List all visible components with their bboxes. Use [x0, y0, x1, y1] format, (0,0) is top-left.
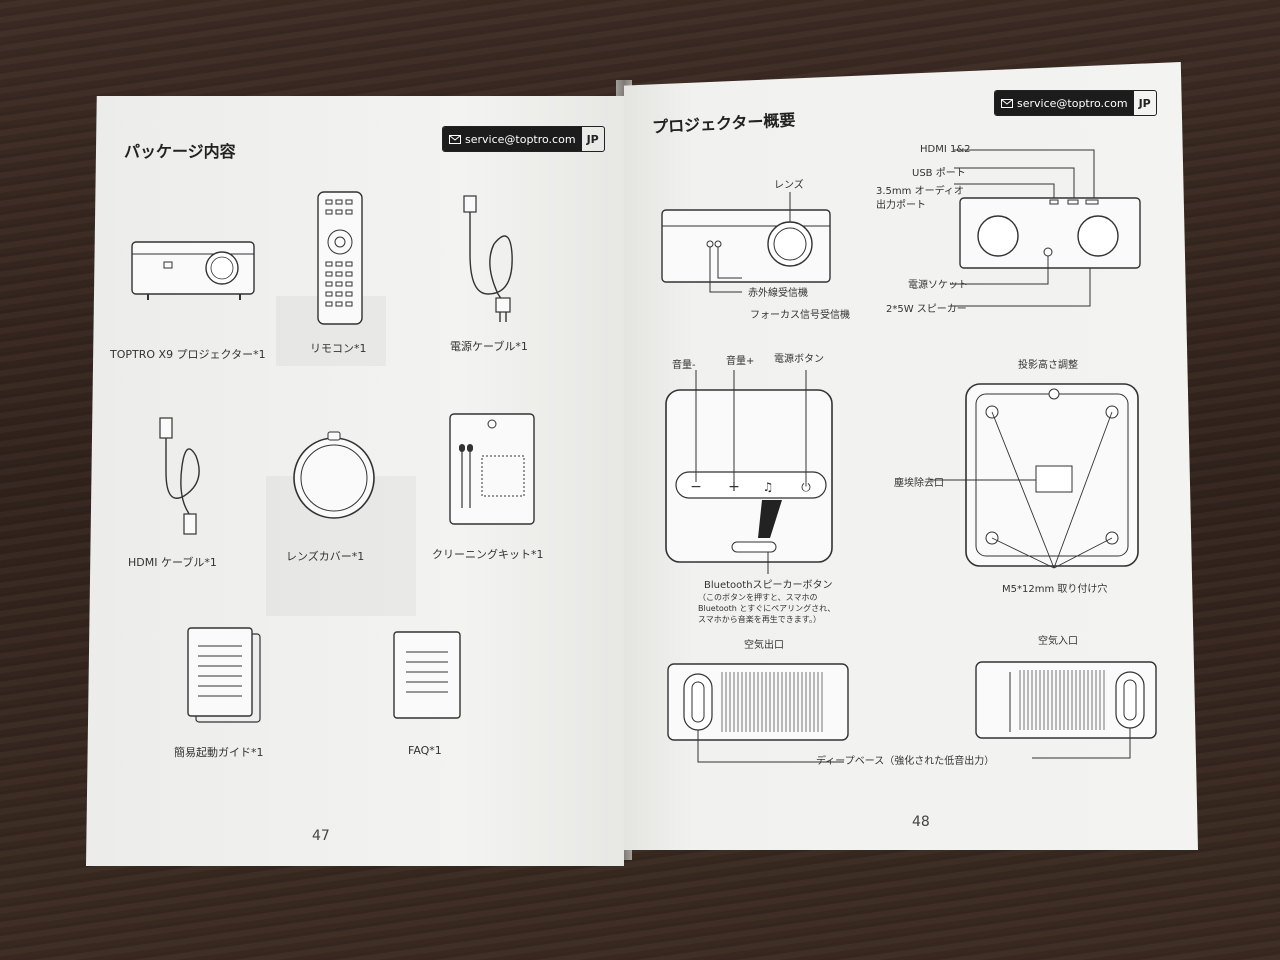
- guide-icon: [187, 627, 261, 723]
- contact-email: service@toptro.com: [995, 91, 1134, 115]
- label-volume-down: 音量-: [672, 360, 696, 371]
- label-dust-port: 塵埃除去口: [894, 478, 944, 489]
- projector-side-left-diagram: [667, 663, 849, 763]
- item-label: TOPTRO X9 プロジェクター*1: [110, 348, 266, 361]
- lang-code: JP: [586, 132, 599, 146]
- email-text: service@toptro.com: [465, 132, 576, 146]
- page-right: プロジェクター概要 service@toptro.com JP レンズ: [624, 62, 1198, 850]
- svg-text:−: −: [690, 479, 702, 495]
- label-usb: USB ポート: [912, 168, 966, 179]
- label-speaker: 2*5W スピーカー: [886, 304, 967, 315]
- page-number: 48: [912, 814, 930, 830]
- item-label: クリーニングキット*1: [432, 548, 544, 561]
- label-deep-bass: ディープベース（強化された低音出力）: [816, 756, 995, 767]
- label-bluetooth-button: Bluetoothスピーカーボタン: [704, 580, 833, 591]
- label-power-button: 電源ボタン: [774, 354, 824, 365]
- item-label: FAQ*1: [408, 744, 442, 757]
- projector-rear-diagram: [950, 149, 1141, 307]
- label-air-outlet: 空気出口: [744, 640, 784, 651]
- label-focus-receiver: フォーカス信号受信機: [750, 310, 850, 321]
- item-label: レンズカバー*1: [286, 550, 365, 563]
- item-label: 電源ケーブル*1: [450, 340, 528, 353]
- label-air-inlet: 空気入口: [1038, 636, 1078, 647]
- music-note-icon: ♫: [763, 480, 774, 494]
- page-left: パッケージ内容 service@toptro.com JP TOPTRO X9 …: [86, 96, 624, 866]
- contact-badge: service@toptro.com JP: [994, 90, 1157, 116]
- cleaning-kit-icon: [449, 413, 535, 525]
- label-power-socket: 電源ソケット: [908, 280, 968, 291]
- power-icon: ⏻: [801, 480, 811, 494]
- label-audio: 3.5mm オーディオ: [876, 186, 964, 197]
- projector-bottom-diagram: [930, 383, 1139, 569]
- faq-icon: [393, 631, 461, 719]
- item-label: HDMI ケーブル*1: [128, 556, 217, 569]
- projector-illustration: [131, 241, 255, 300]
- projector-side-right-diagram: [975, 661, 1157, 759]
- label-lens: レンズ: [774, 180, 804, 191]
- label-volume-up: 音量+: [726, 356, 755, 367]
- label-ir-receiver: 赤外線受信機: [748, 288, 808, 299]
- email-text: service@toptro.com: [1017, 96, 1128, 110]
- hdmi-cable-icon: [159, 417, 200, 535]
- item-label: 簡易起動ガイド*1: [174, 746, 264, 759]
- lens-cover-icon: [293, 431, 375, 519]
- mail-icon: [449, 134, 461, 144]
- power-cable-icon: [463, 195, 513, 322]
- bluetooth-note: （このボタンを押すと、スマホの Bluetooth とすぐにペアリングされ、 ス…: [698, 593, 836, 624]
- projector-top-diagram: − + ♫ ⏻: [665, 370, 833, 574]
- remote-icon: [317, 191, 363, 325]
- item-label: リモコン*1: [310, 342, 367, 355]
- label-hdmi: HDMI 1&2: [920, 144, 971, 155]
- mail-icon: [1001, 98, 1013, 108]
- page-title: パッケージ内容: [124, 142, 236, 161]
- contact-badge: service@toptro.com JP: [442, 126, 605, 152]
- page-title: プロジェクター概要: [651, 110, 796, 137]
- page-number: 47: [312, 828, 330, 844]
- label-audio-port: 出力ポート: [876, 200, 926, 211]
- lang-code: JP: [1138, 96, 1151, 110]
- label-height-adjust: 投影高さ調整: [1018, 360, 1078, 371]
- svg-text:+: +: [728, 479, 740, 495]
- projector-front-diagram: [661, 192, 831, 293]
- label-mount-holes: M5*12mm 取り付け穴: [1002, 584, 1108, 595]
- contact-email: service@toptro.com: [443, 127, 582, 151]
